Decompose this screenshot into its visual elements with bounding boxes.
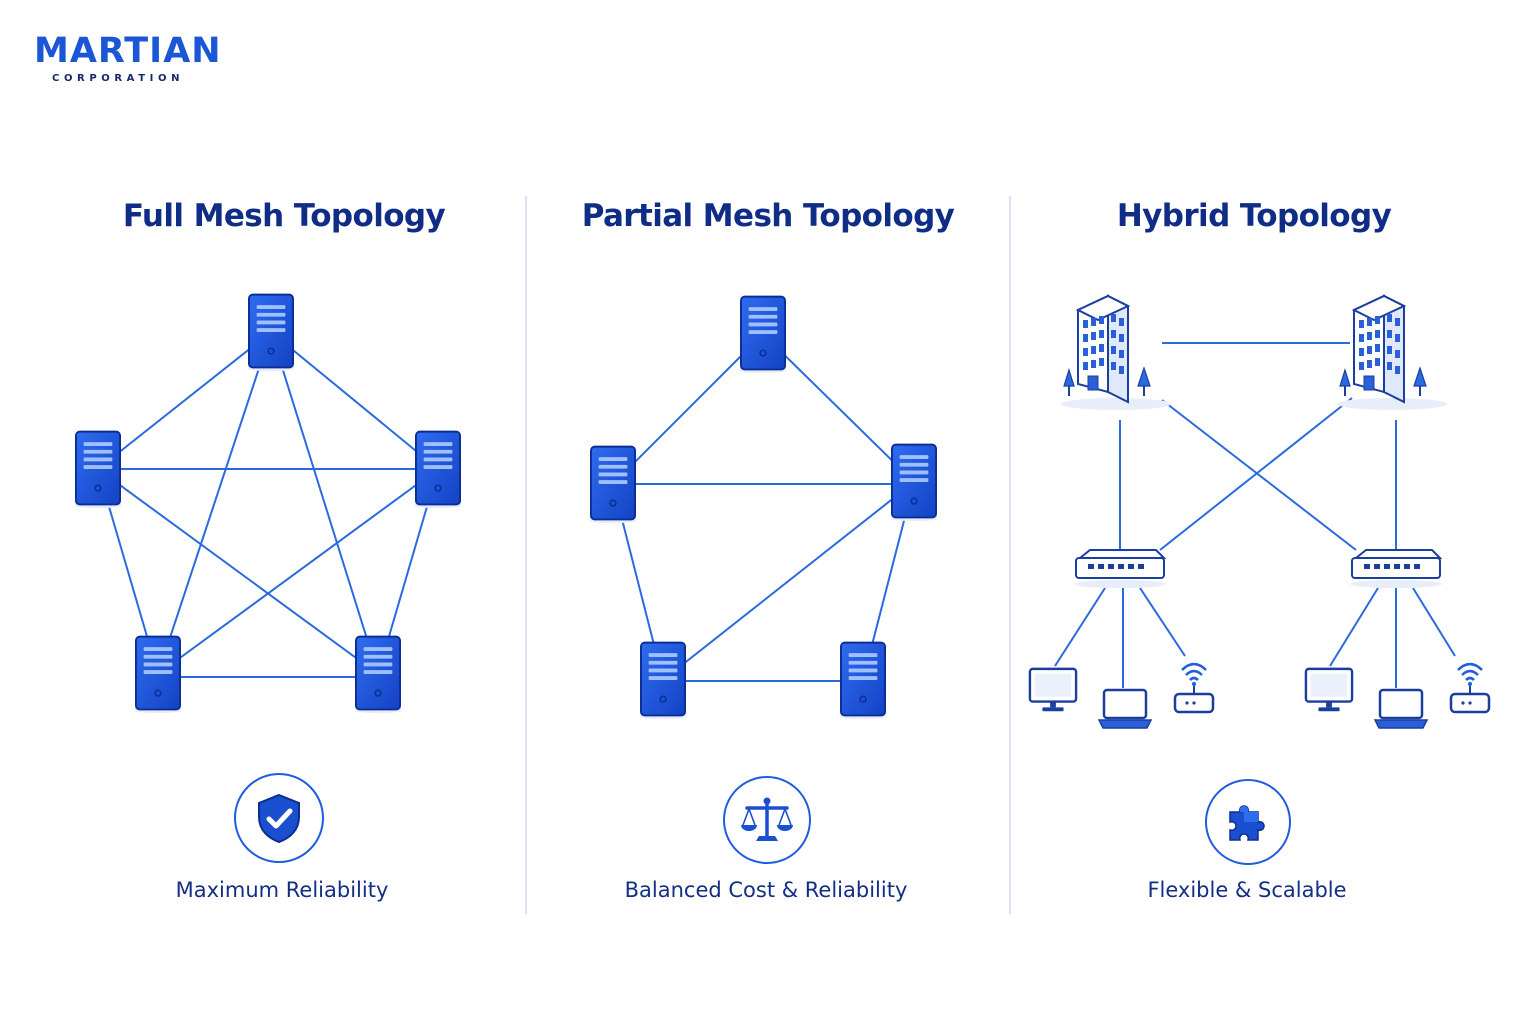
office-building-icon [1336,295,1448,411]
panel-divider-1 [525,196,527,914]
full-mesh-title: Full Mesh Topology [122,198,446,234]
server-icon [135,635,181,714]
logo-tagline: CORPORATION [52,73,185,84]
link [270,331,379,675]
desktop-monitor-icon [1028,667,1078,713]
logo-wordmark: MARTIAN [34,31,222,71]
wifi-router-icon [1449,662,1491,714]
link [662,481,915,681]
company-logo: MARTIAN CORPORATION [34,31,222,85]
link [1159,397,1353,551]
partial-mesh-title: Partial Mesh Topology [581,198,955,234]
link [1054,587,1106,667]
server-icon [640,641,686,720]
puzzle-piece-icon [1205,779,1291,865]
hybrid-title: Hybrid Topology [1116,198,1392,234]
link [1412,587,1456,657]
server-icon [415,430,461,509]
network-switch-icon [1074,549,1166,588]
shield-check-icon [234,773,324,863]
link [157,331,272,675]
server-icon [75,430,121,509]
link [97,331,272,470]
panel-divider-2 [1009,196,1011,914]
laptop-icon [1373,688,1429,730]
server-icon [590,445,636,524]
laptop-icon [1097,688,1153,730]
hybrid-links [1054,342,1456,688]
link [762,333,915,483]
server-icon [248,293,294,372]
server-icon [355,635,401,714]
office-building-icon [1060,295,1172,411]
partial-mesh-servers [590,295,937,720]
partial-mesh-links [612,333,915,682]
link [1139,587,1186,657]
link [1161,399,1357,551]
network-switch-icon [1350,549,1442,588]
partial-mesh-caption: Balanced Cost & Reliability [624,878,908,902]
link [612,333,764,485]
server-icon [891,443,937,522]
link [270,331,439,470]
desktop-monitor-icon [1304,667,1354,713]
full-mesh-servers [75,293,461,714]
server-icon [840,641,886,720]
link [1329,587,1379,667]
full-mesh-caption: Maximum Reliability [175,878,389,902]
balance-scale-icon [723,776,811,864]
wifi-router-icon [1173,662,1215,714]
link [97,468,379,675]
full-mesh-links [97,331,439,678]
server-icon [740,295,786,374]
hybrid-caption: Flexible & Scalable [1147,878,1347,902]
link [157,468,439,675]
